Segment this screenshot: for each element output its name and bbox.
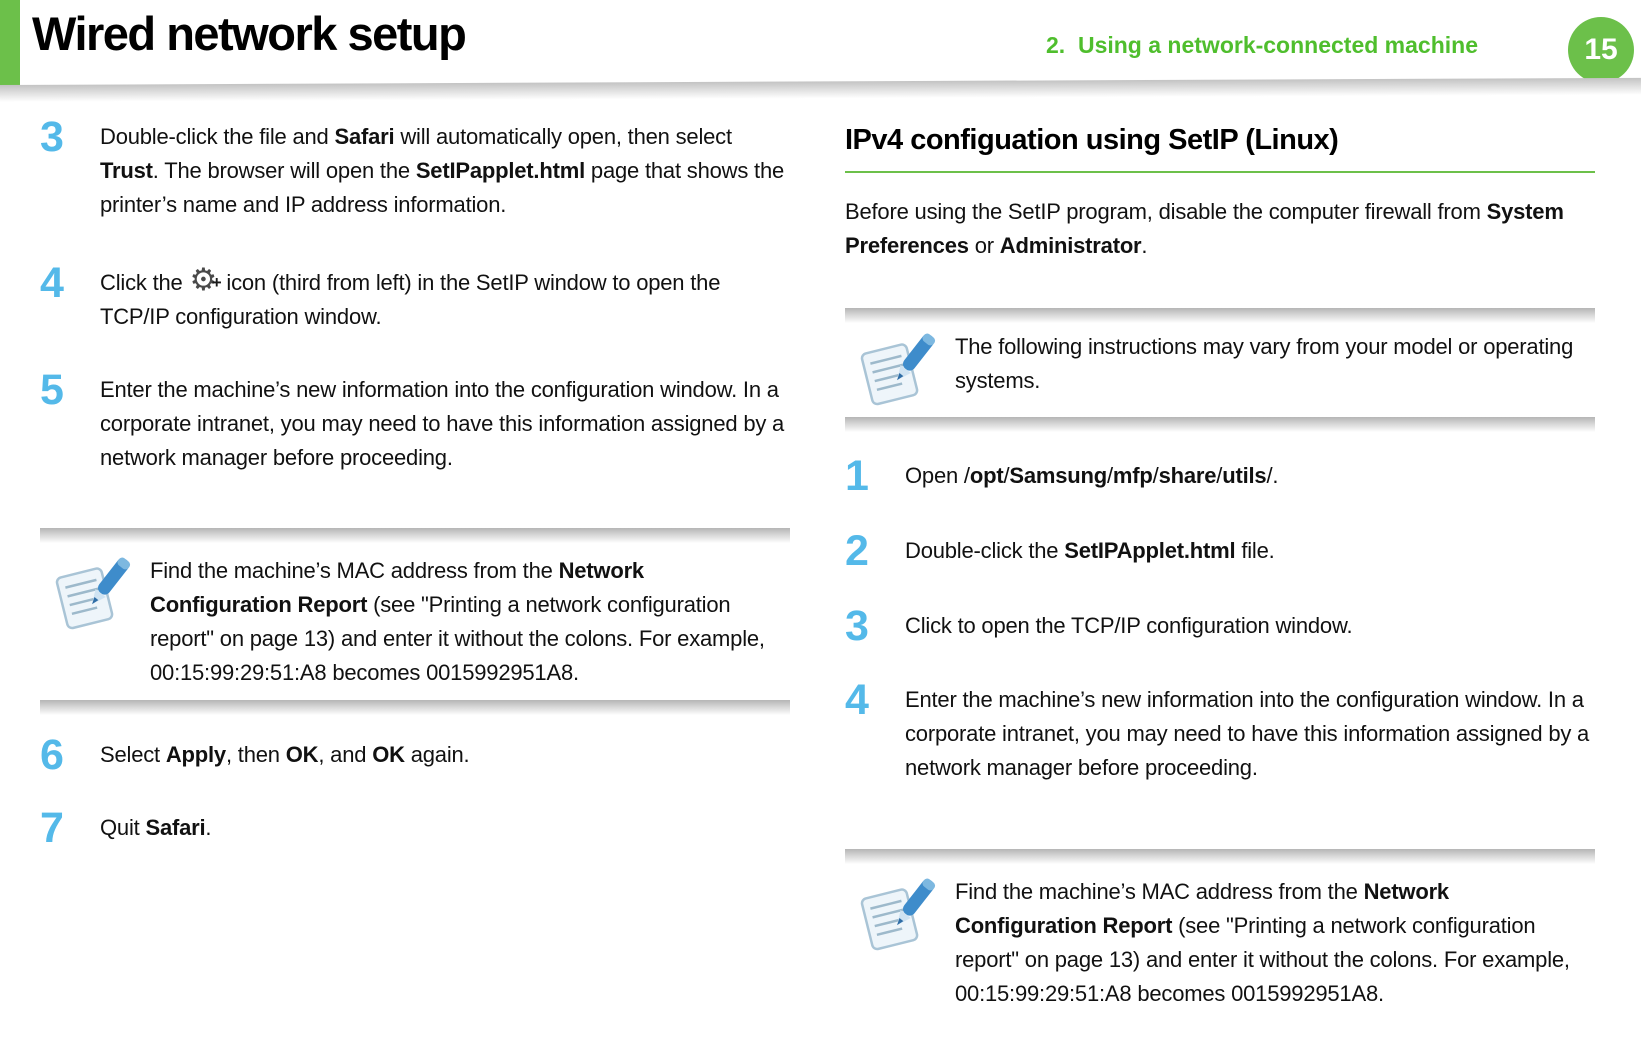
step-number: 5: [40, 366, 64, 414]
note-box: Find the machine’s MAC address from the …: [845, 849, 1595, 1021]
step-number: 4: [845, 676, 869, 724]
chapter-label: 2. Using a network-connected machine: [1046, 32, 1478, 58]
step-number: 4: [40, 259, 64, 307]
page-number-badge: 15: [1568, 17, 1634, 83]
step-text: Enter the machine’s new information into…: [905, 687, 1590, 780]
right-column: IPv4 configuation using SetIP (Linux) Be…: [845, 118, 1595, 1021]
step-number: 3: [40, 113, 64, 161]
note-bottom-border: [40, 700, 790, 716]
section-heading-rule: [845, 171, 1595, 173]
step-text: Double-click the SetIPApplet.html file.: [905, 538, 1275, 563]
step-item: 1 Open /opt/Samsung/mfp/share/utils/.: [845, 452, 1595, 500]
note-text: Find the machine’s MAC address from the …: [955, 879, 1570, 1006]
pencil-note-icon: [857, 332, 939, 411]
gear-add-icon: ⚙+: [189, 262, 222, 297]
page-title: Wired network setup: [32, 7, 467, 60]
step-item: 2 Double-click the SetIPApplet.html file…: [845, 527, 1595, 575]
step-number: 2: [845, 527, 869, 575]
step-text: Double-click the file and Safari will au…: [100, 124, 785, 217]
note-box: The following instructions may vary from…: [845, 308, 1595, 433]
left-column: 3 Double-click the file and Safari will …: [40, 113, 790, 852]
section-heading: IPv4 configuation using SetIP (Linux): [845, 124, 1339, 156]
step-item: 3 Click to open the TCP/IP configuration…: [845, 602, 1595, 650]
pencil-note-icon: [857, 877, 939, 956]
step-number: 6: [40, 731, 64, 779]
note-body: The following instructions may vary from…: [845, 324, 1595, 417]
pencil-note-icon: [52, 556, 134, 635]
step-number: 7: [40, 804, 64, 852]
step-number: 3: [845, 602, 869, 650]
step-text: Click the ⚙+ icon (third from left) in t…: [100, 262, 721, 329]
step-text: Select Apply, then OK, and OK again.: [100, 742, 470, 767]
step-text: Click to open the TCP/IP configuration w…: [905, 613, 1353, 638]
note-body: Find the machine’s MAC address from the …: [40, 544, 790, 700]
note-top-border: [845, 849, 1595, 865]
step-item: 5 Enter the machine’s new information in…: [40, 366, 790, 475]
note-body: Find the machine’s MAC address from the …: [845, 865, 1595, 1021]
title-accent-bar: [0, 0, 20, 95]
step-number: 1: [845, 452, 869, 500]
step-item: 4 Enter the machine’s new information in…: [845, 676, 1595, 785]
note-bottom-border: [845, 417, 1595, 433]
step-item: 4 Click the ⚙+ icon (third from left) in…: [40, 259, 790, 334]
note-text: Find the machine’s MAC address from the …: [150, 558, 765, 685]
note-top-border: [845, 308, 1595, 324]
note-box: Find the machine’s MAC address from the …: [40, 528, 790, 716]
note-text: The following instructions may vary from…: [955, 334, 1574, 393]
intro-paragraph: Before using the SetIP program, disable …: [845, 199, 1564, 258]
step-item: 7 Quit Safari.: [40, 804, 790, 852]
note-top-border: [40, 528, 790, 544]
step-item: 6 Select Apply, then OK, and OK again.: [40, 731, 790, 779]
step-text: Open /opt/Samsung/mfp/share/utils/.: [905, 463, 1279, 488]
step-text: Enter the machine’s new information into…: [100, 377, 785, 470]
step-text: Quit Safari.: [100, 815, 212, 840]
header-shadow: [0, 77, 1641, 102]
step-item: 3 Double-click the file and Safari will …: [40, 113, 790, 222]
